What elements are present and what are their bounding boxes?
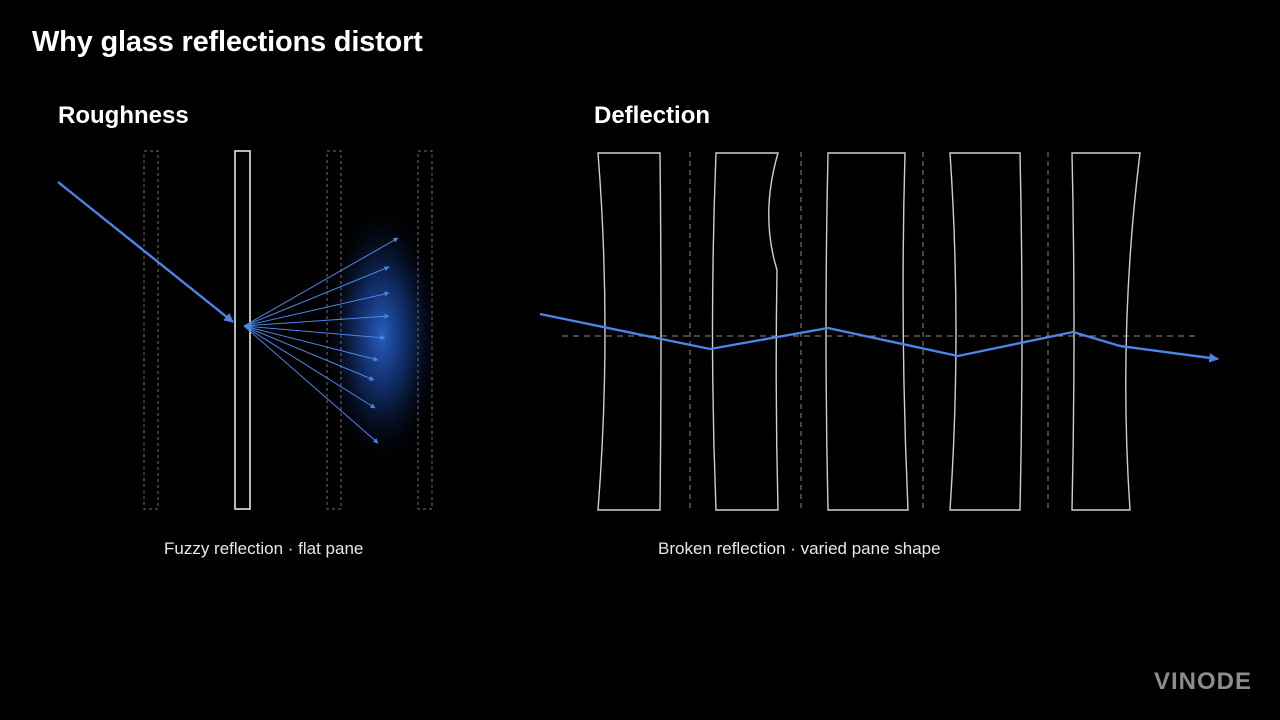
pane-separators: [689, 152, 1049, 510]
scatter-ray: [243, 325, 375, 381]
scatter-ray: [243, 325, 379, 362]
scatter-ray: [243, 237, 399, 327]
scatter-ray: [243, 325, 386, 341]
deflected-ray: [539, 312, 1219, 363]
brand-logo: VINODE: [1153, 668, 1252, 695]
scatter-ray: [243, 291, 390, 327]
roughness-heading: Roughness: [58, 102, 189, 129]
warped-pane-1: [597, 152, 662, 511]
ghost-pane-3: [417, 150, 433, 510]
main-flat-pane: [234, 150, 251, 510]
warped-pane-4: [949, 152, 1023, 511]
incident-ray: [57, 181, 234, 323]
roughness-caption: Fuzzy reflection · flat pane: [164, 539, 364, 558]
scatter-ray: [243, 266, 390, 327]
warped-pane-3: [825, 152, 909, 511]
scatter-ray: [243, 325, 376, 409]
deflection-caption: Broken reflection · varied pane shape: [658, 539, 941, 558]
roughness-diagram: [57, 150, 444, 510]
slide-title: Why glass reflections distort: [32, 26, 423, 58]
ghost-pane-2: [326, 150, 342, 510]
warped-pane-2: [711, 152, 779, 511]
scatter-ray: [243, 313, 390, 327]
warped-pane-5: [1071, 152, 1141, 511]
deflection-diagram: [539, 152, 1219, 511]
deflection-heading: Deflection: [594, 102, 711, 129]
scattered-rays: [243, 237, 399, 444]
scatter-glow: [320, 200, 444, 470]
warped-panes: [597, 152, 1141, 511]
ghost-pane-1: [143, 150, 159, 510]
scatter-ray: [243, 325, 379, 444]
